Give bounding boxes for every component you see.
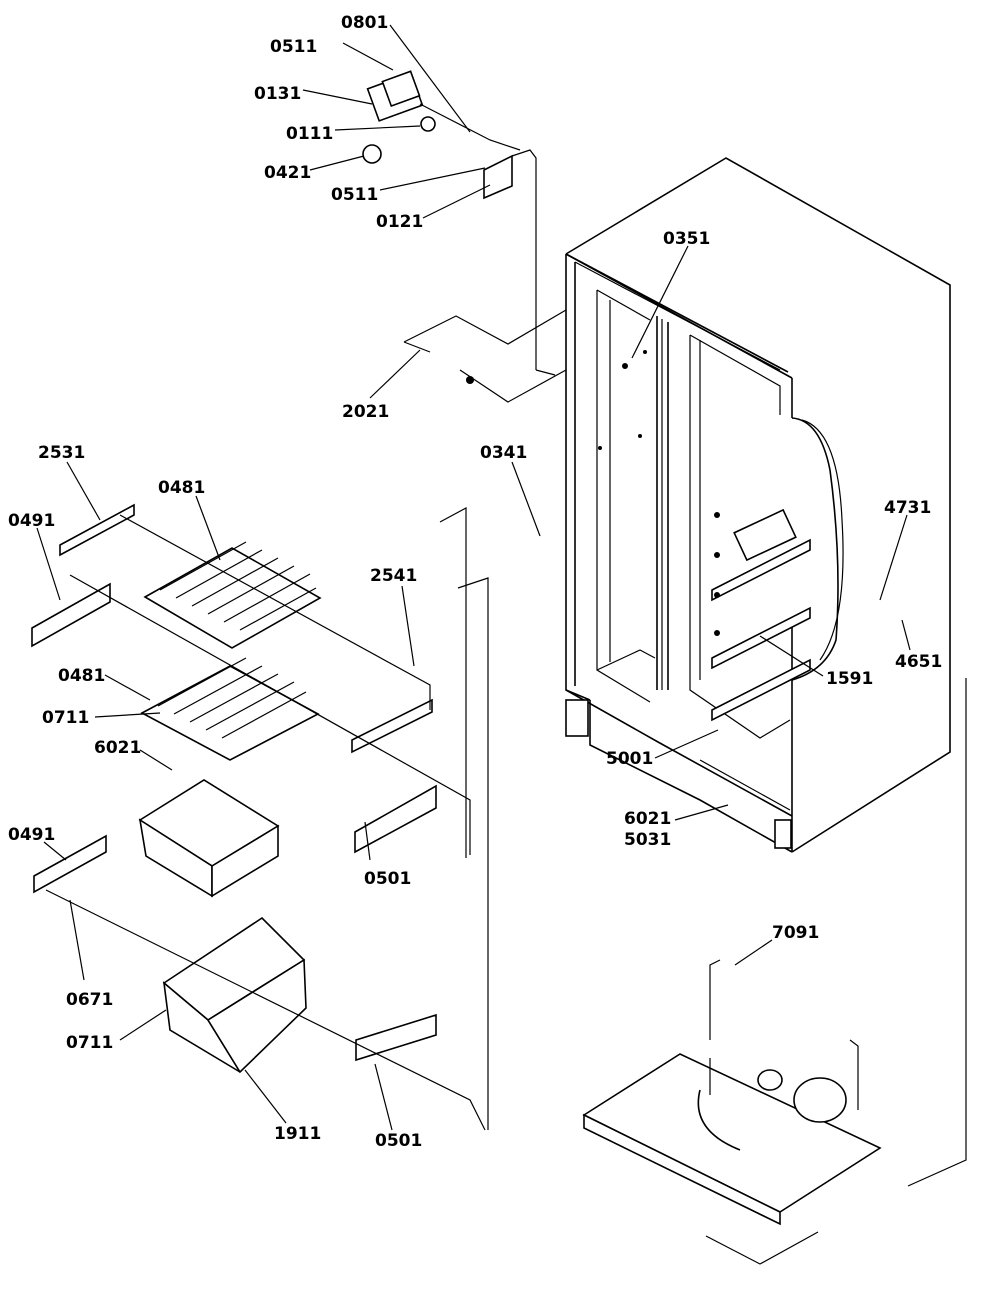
callout-0341: 0341: [480, 443, 527, 463]
callout-0671: 0671: [66, 990, 113, 1010]
compressor-assembly: [582, 1053, 882, 1226]
callout-6021-basket: 6021: [94, 738, 141, 758]
callout-5031: 5031: [624, 830, 671, 850]
callout-5001: 5001: [606, 749, 653, 769]
shelf-lower: [140, 657, 320, 761]
callout-0421: 0421: [264, 163, 311, 183]
callout-0481-upper: 0481: [158, 478, 205, 498]
callout-1911: 1911: [274, 1124, 321, 1144]
callout-leaders: [36, 24, 911, 1131]
callout-0491-upper: 0491: [8, 511, 55, 531]
callout-0481-lower: 0481: [58, 666, 105, 686]
callout-0501-upper: 0501: [364, 869, 411, 889]
callout-0711-upper: 0711: [42, 708, 89, 728]
callout-2541: 2541: [370, 566, 417, 586]
callout-0511-lower: 0511: [331, 185, 378, 205]
callout-0511-top: 0511: [270, 37, 317, 57]
callout-2021: 2021: [342, 402, 389, 422]
basket-lower: [162, 916, 307, 1074]
callout-0501-lower: 0501: [375, 1131, 422, 1151]
callout-1591: 1591: [826, 669, 873, 689]
callout-0711-lower: 0711: [66, 1033, 113, 1053]
top-assembly: [362, 70, 556, 376]
cabinet: [466, 157, 951, 853]
callout-7091: 7091: [772, 923, 819, 943]
callout-labels: 0801 0511 0131 0111 0421 0511 0121 0351 …: [8, 13, 942, 1151]
callout-0351: 0351: [663, 229, 710, 249]
callout-6021-cabinet: 6021: [624, 809, 671, 829]
basket-upper: [138, 779, 280, 898]
callout-4651: 4651: [895, 652, 942, 672]
callout-0491-lower: 0491: [8, 825, 55, 845]
shelf-upper: [143, 541, 322, 649]
callout-0801: 0801: [341, 13, 388, 33]
callout-4731: 4731: [884, 498, 931, 518]
callout-0131: 0131: [254, 84, 301, 104]
callout-0111: 0111: [286, 124, 333, 144]
cover-outline: [403, 309, 567, 345]
callout-0121: 0121: [376, 212, 423, 232]
callout-2531: 2531: [38, 443, 85, 463]
